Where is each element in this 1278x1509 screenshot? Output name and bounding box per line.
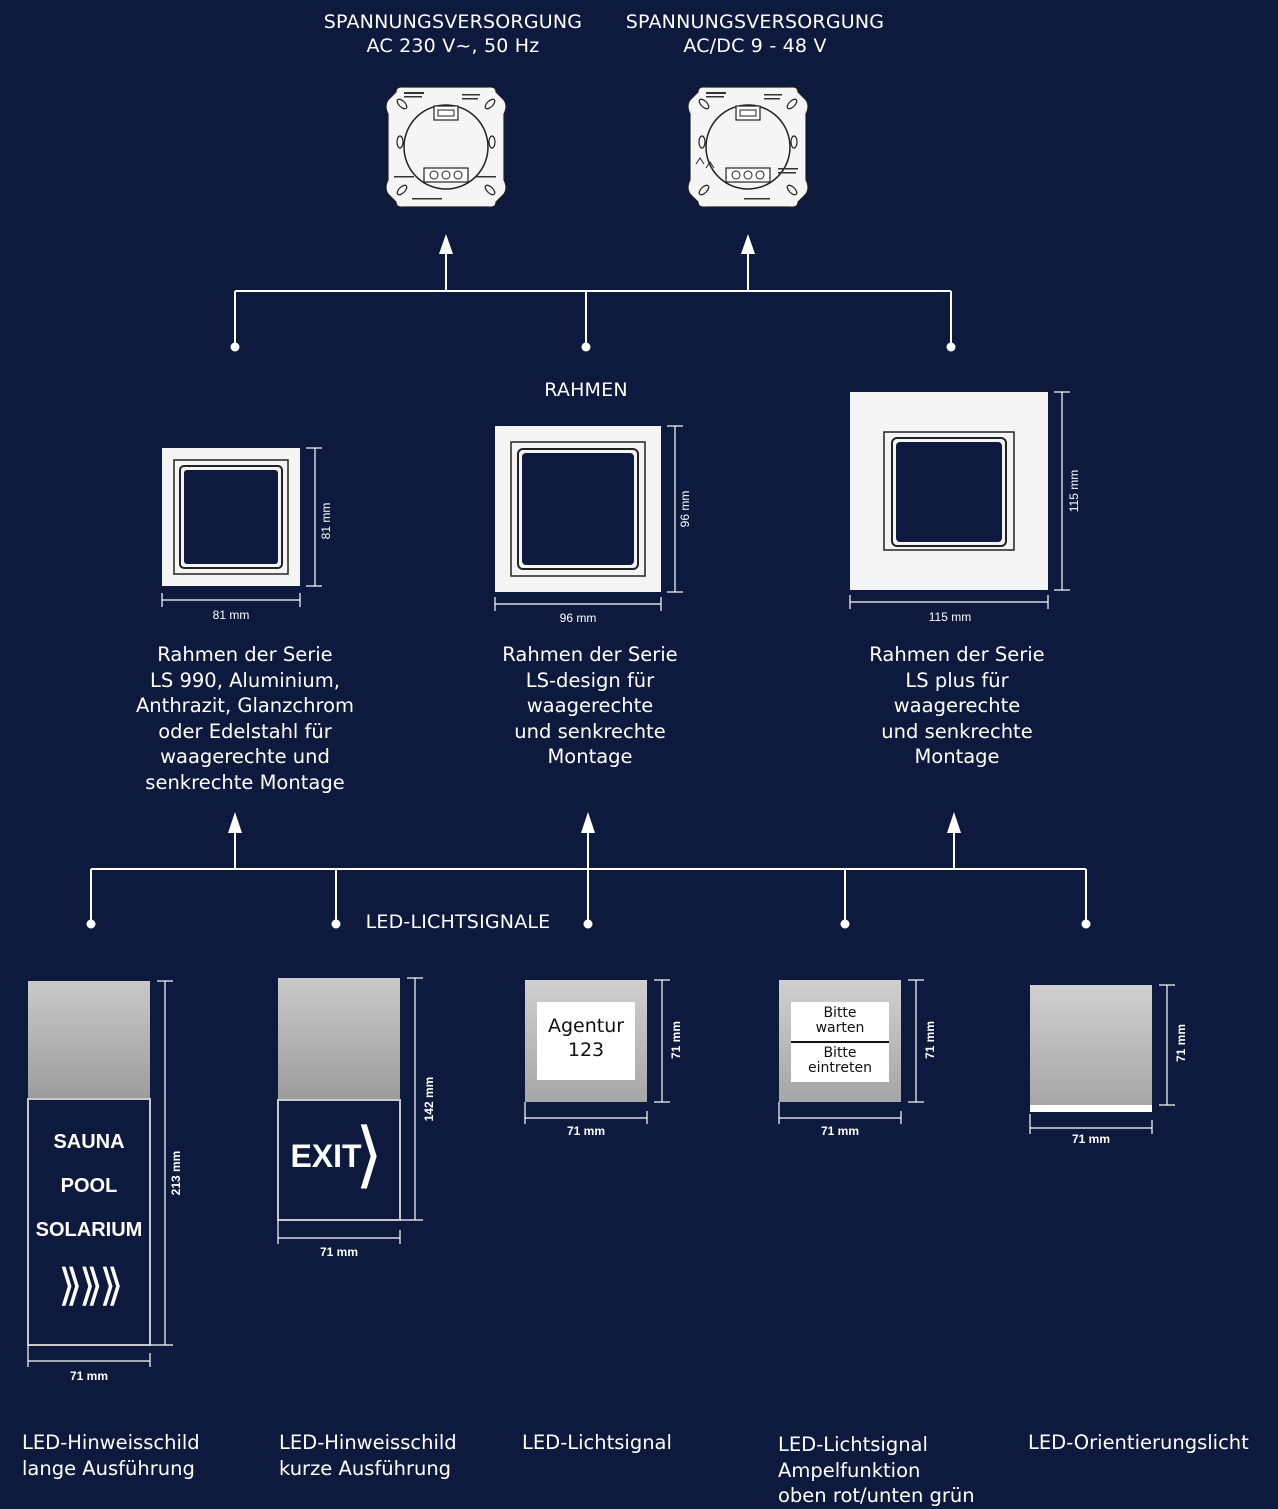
signal-orientation-height: 71 mm [1174,1023,1188,1063]
sign-long [27,980,173,1367]
arrow-right-icon: ⟩ [354,1115,384,1195]
label-sign-short: LED-Hinweisschild kurze Ausführung [279,1431,457,1480]
connector-dot [1081,919,1091,929]
power-supply-title-dc: SPANNUNGSVERSORGUNG AC/DC 9 - 48 V [625,11,885,57]
connector-dot [840,919,850,929]
label-signal: LED-Lichtsignal [522,1431,672,1454]
label-sign-long: LED-Hinweisschild lange Ausführung [22,1431,200,1480]
frame-ls990-description: Rahmen der Serie LS 990, Aluminium, Anth… [135,643,355,794]
arrow-up-icon [947,812,961,833]
sign-short-height: 142 mm [422,1076,436,1122]
arrow-up-icon [439,234,453,254]
power-module-dc-image [687,86,809,208]
frame-ls-design-description: Rahmen der Serie LS-design für waagerech… [502,643,678,768]
signal-agentur-width: 71 mm [566,1124,606,1138]
frame-ls990 [161,447,322,607]
connector-dot [581,342,591,352]
frame-ls-plus-description: Rahmen der Serie LS plus für waagerechte… [869,643,1045,768]
sign-short [277,977,423,1244]
connector-dot [331,919,341,929]
signal-agentur [524,979,670,1124]
signal-orientation-width: 71 mm [1071,1132,1111,1146]
frame-ls-design-height: 96 mm [678,490,692,528]
connector-dot [230,342,240,352]
power-module-ac-image [385,86,507,208]
connector-dot [86,919,96,929]
signal-traffic-width: 71 mm [820,1124,860,1138]
exit-label: EXIT [290,1138,362,1174]
connector-dot [583,919,593,929]
frame-ls990-width: 81 mm [212,608,250,622]
agentur-text: Agentur 123 [547,1015,625,1061]
traffic-bottom-text: Bitte eintreten [808,1045,872,1076]
sign-long-height: 213 mm [169,1150,183,1196]
signal-orientation [1029,984,1175,1134]
traffic-top-text: Bitte warten [815,1005,865,1036]
frame-ls-plus-height: 115 mm [1067,469,1081,513]
power-supply-title-ac: SPANNUNGSVERSORGUNG AC 230 V~, 50 Hz [323,11,583,57]
chevrons-right-icon: ⟫⟫⟫ [58,1261,123,1310]
signal-traffic-height: 71 mm [923,1020,937,1060]
frame-ls-plus [849,391,1070,609]
arrow-up-icon [581,812,595,833]
signal-traffic [778,979,924,1124]
sign-long-text: SAUNA POOL SOLARIUM [35,1131,143,1241]
arrow-up-icon [741,234,755,254]
frames-heading: RAHMEN [544,379,628,401]
frame-ls-plus-width: 115 mm [928,610,972,624]
connector-dot [946,342,956,352]
frame-ls-design [494,425,683,611]
frame-ls-design-width: 96 mm [559,611,597,625]
sign-short-width: 71 mm [319,1245,359,1259]
signal-agentur-height: 71 mm [669,1020,683,1060]
arrow-up-icon [228,812,242,833]
label-orientation: LED-Orientierungslicht [1028,1431,1249,1454]
frame-ls990-height: 81 mm [319,502,333,540]
sign-long-width: 71 mm [69,1369,109,1383]
label-signal-traffic: LED-Lichtsignal Ampelfunktion oben rot/u… [778,1433,975,1507]
signals-heading: LED-LICHTSIGNALE [365,911,551,933]
